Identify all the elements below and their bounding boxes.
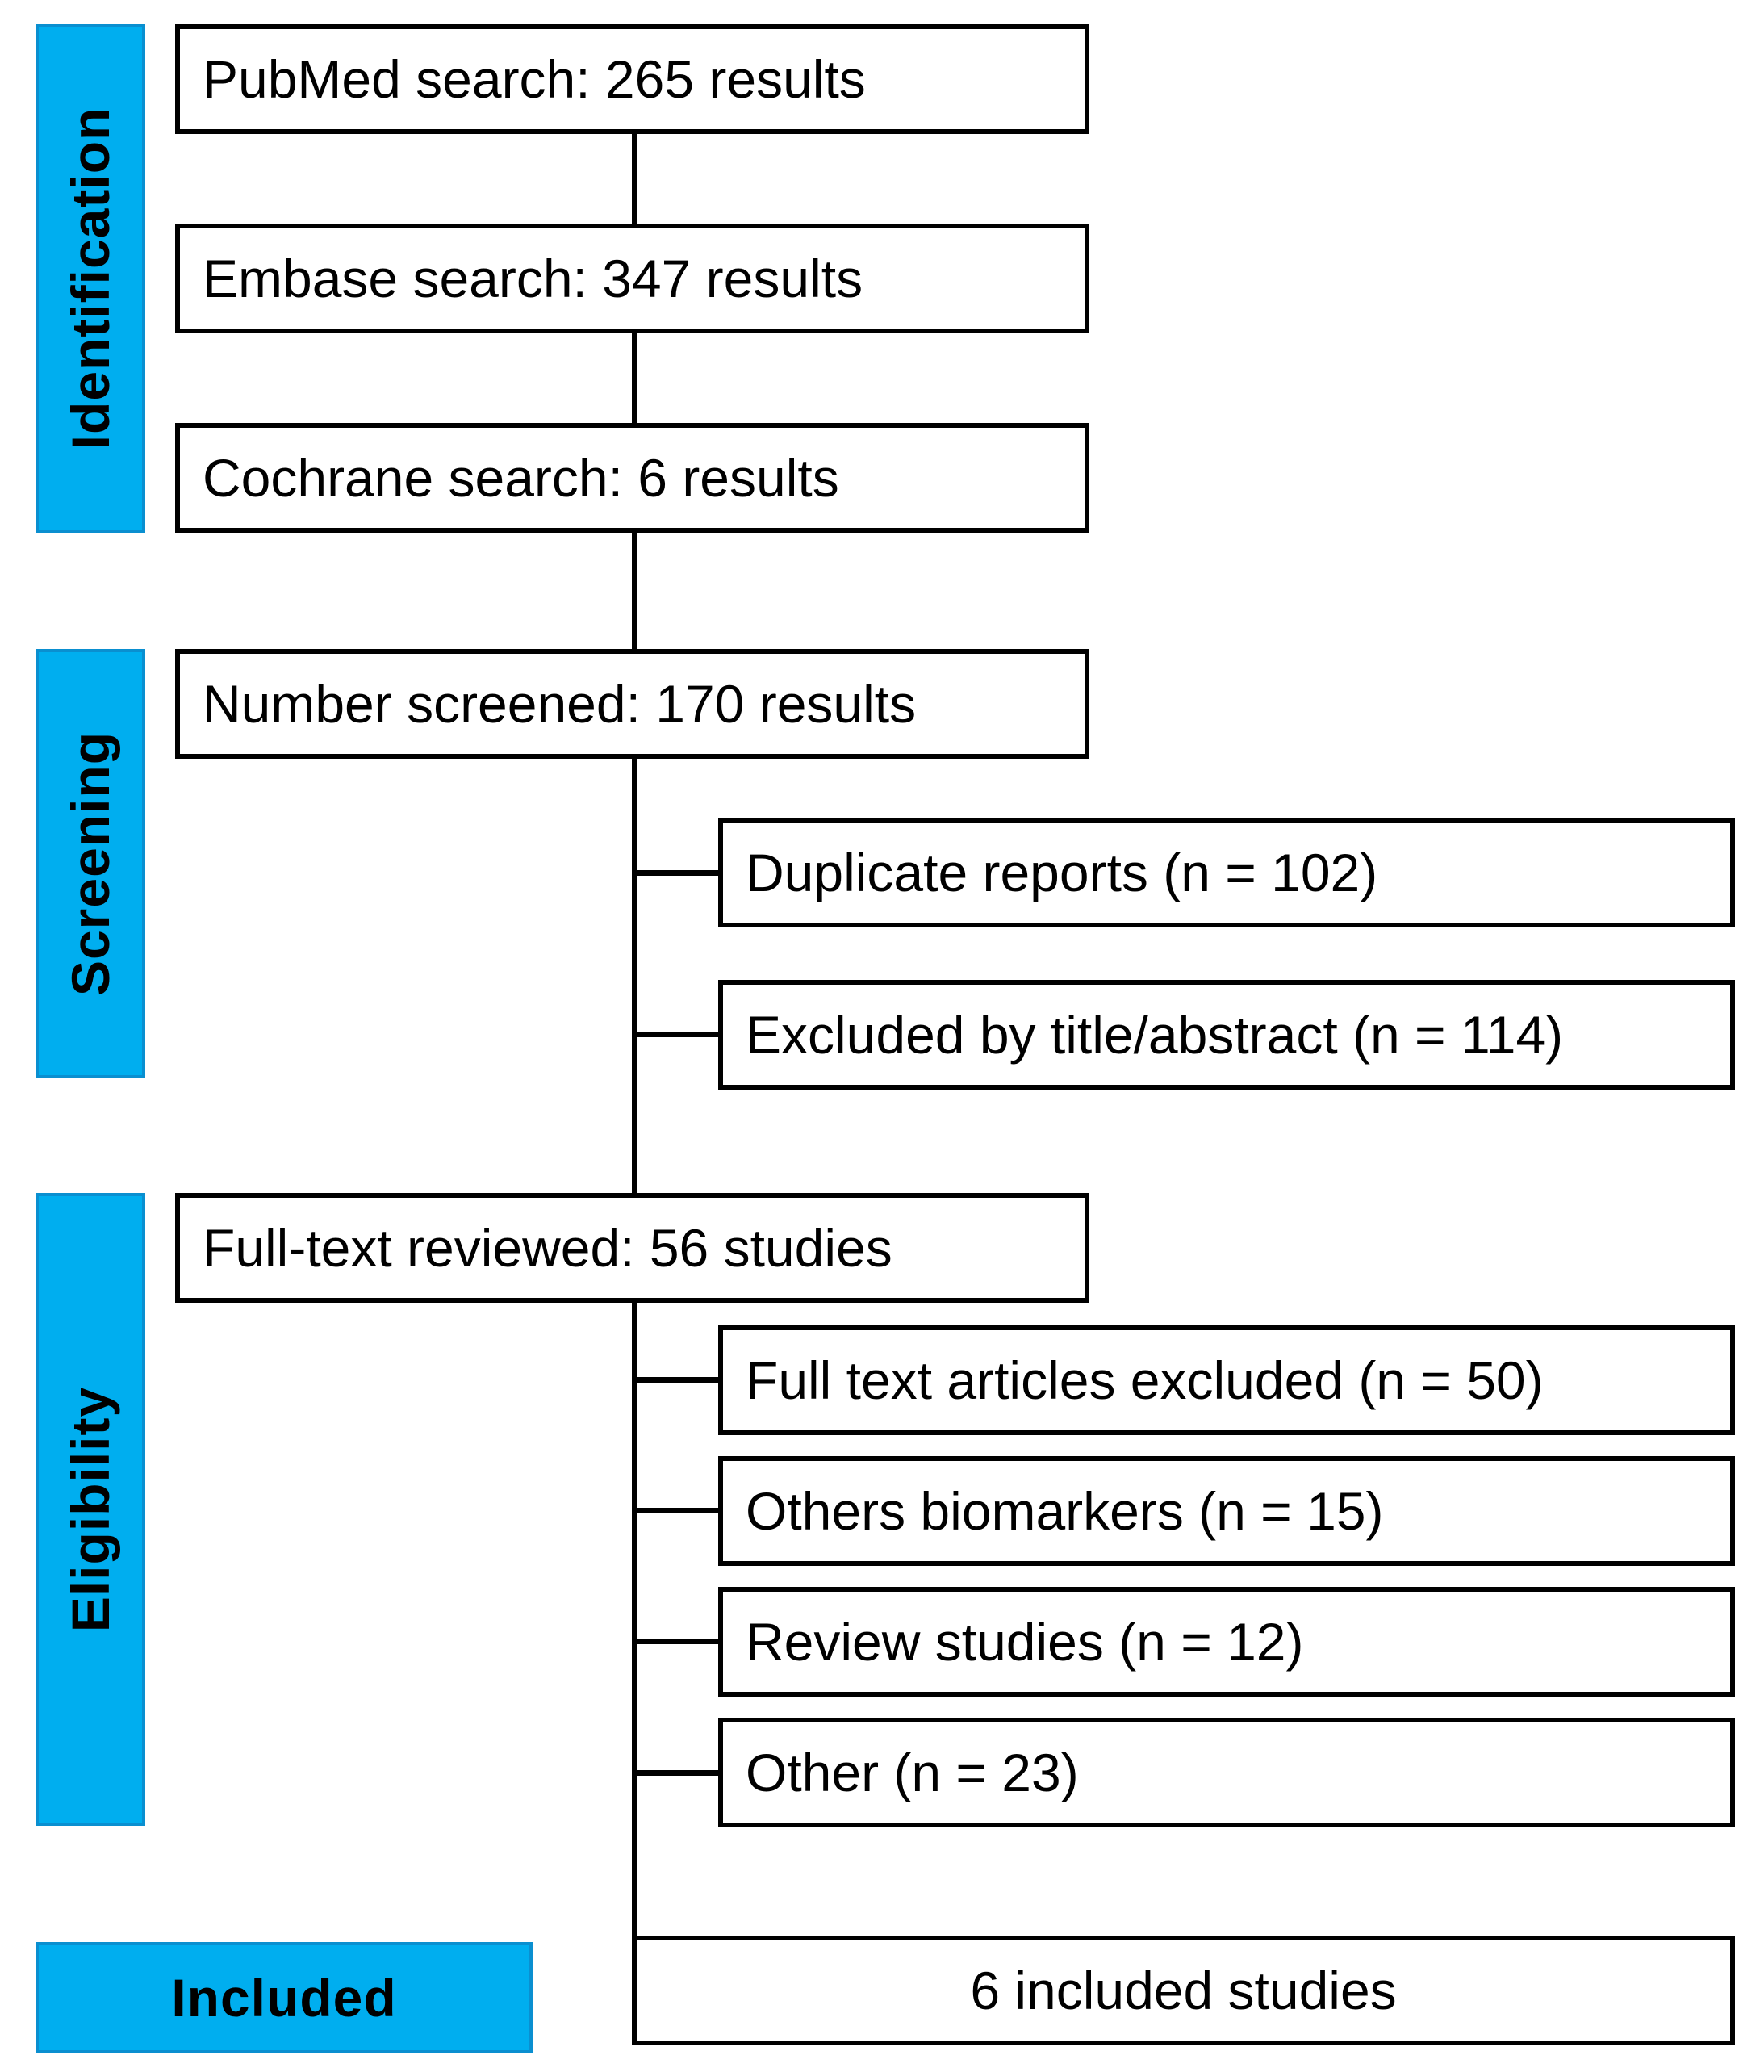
box-other-text: Other (n = 23) <box>746 1743 1079 1802</box>
branch-connector-review-studies <box>632 1639 721 1644</box>
box-fulltext-excluded-text: Full text articles excluded (n = 50) <box>746 1350 1544 1410</box>
branch-connector-other-biomarkers <box>632 1508 721 1513</box>
box-excluded-title-abstract-text: Excluded by title/abstract (n = 114) <box>746 1005 1564 1065</box>
box-included-studies-text: 6 included studies <box>970 1961 1397 2020</box>
stage-label-identification: Identification <box>61 107 120 450</box>
box-review-studies: Review studies (n = 12) <box>718 1587 1735 1697</box>
box-fulltext-excluded: Full text articles excluded (n = 50) <box>718 1325 1735 1435</box>
branch-connector-other <box>632 1770 721 1776</box>
box-cochrane-search: Cochrane search: 6 results <box>175 423 1089 533</box>
box-duplicate-reports-text: Duplicate reports (n = 102) <box>746 843 1378 902</box>
stage-label-eligibility: Eligibility <box>61 1386 120 1633</box>
stage-eligibility: Eligibility <box>36 1193 145 1826</box>
stage-label-included: Included <box>171 1968 397 2028</box>
box-cochrane-search-text: Cochrane search: 6 results <box>203 448 839 508</box>
box-other: Other (n = 23) <box>718 1718 1735 1827</box>
box-embase-search: Embase search: 347 results <box>175 224 1089 333</box>
branch-connector-excluded-title <box>632 1032 721 1037</box>
branch-connector-duplicates <box>632 870 721 876</box>
box-review-studies-text: Review studies (n = 12) <box>746 1612 1304 1672</box>
stage-identification: Identification <box>36 24 145 533</box>
box-duplicate-reports: Duplicate reports (n = 102) <box>718 818 1735 927</box>
branch-connector-fulltext-excluded <box>632 1377 721 1383</box>
stage-label-screening: Screening <box>61 730 120 997</box>
box-fulltext-reviewed-text: Full-text reviewed: 56 studies <box>203 1218 892 1278</box>
box-other-biomarkers: Others biomarkers (n = 15) <box>718 1456 1735 1566</box>
vertical-connector-main <box>632 129 637 2006</box>
box-fulltext-reviewed: Full-text reviewed: 56 studies <box>175 1193 1089 1303</box>
stage-screening: Screening <box>36 649 145 1078</box>
box-other-biomarkers-text: Others biomarkers (n = 15) <box>746 1481 1384 1541</box>
box-number-screened: Number screened: 170 results <box>175 649 1089 759</box>
box-pubmed-search: PubMed search: 265 results <box>175 24 1089 134</box>
box-embase-search-text: Embase search: 347 results <box>203 249 863 308</box>
box-excluded-title-abstract: Excluded by title/abstract (n = 114) <box>718 980 1735 1090</box>
box-number-screened-text: Number screened: 170 results <box>203 674 917 734</box>
box-pubmed-search-text: PubMed search: 265 results <box>203 49 866 109</box>
box-included-studies: 6 included studies <box>632 1936 1735 2045</box>
stage-included: Included <box>36 1942 533 2053</box>
